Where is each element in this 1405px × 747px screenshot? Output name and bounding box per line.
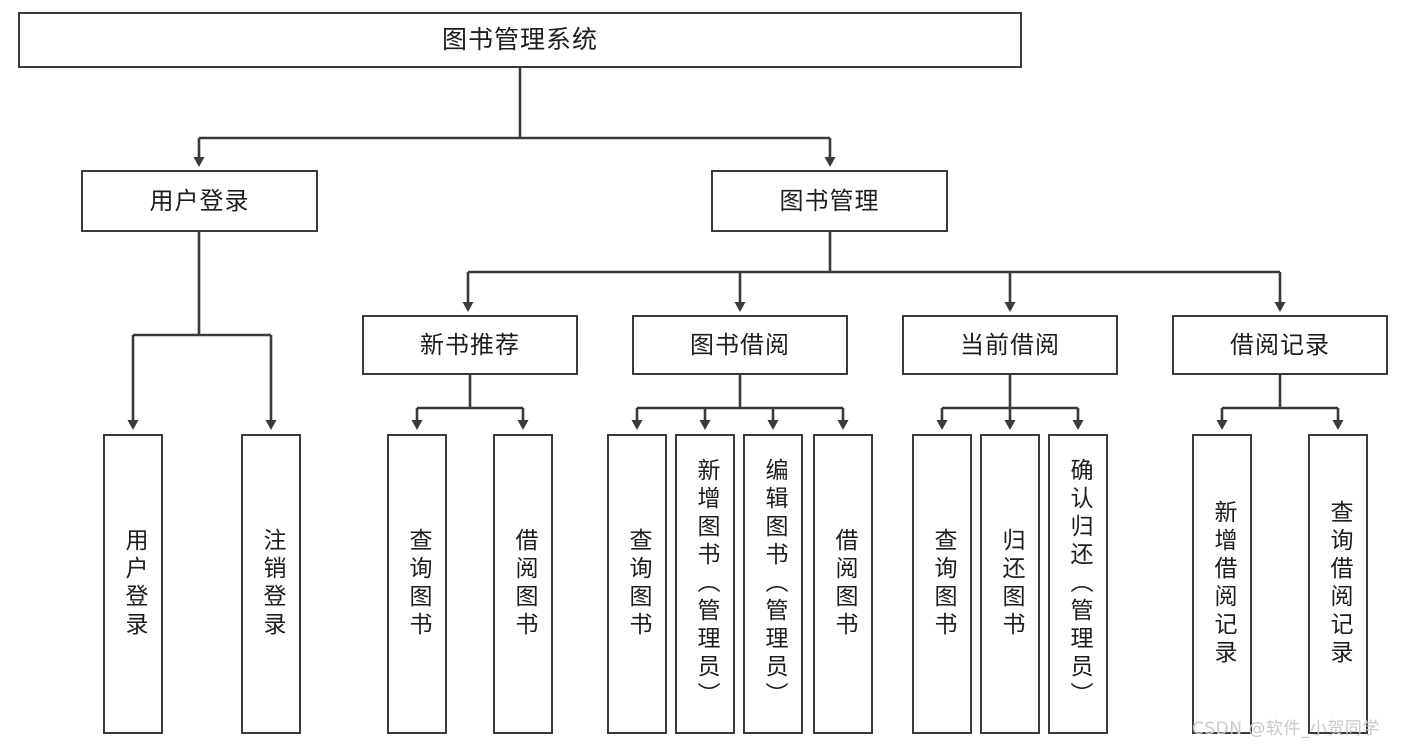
node-leaf-query-record[interactable]: 查询借阅记录 [1308,434,1368,734]
node-borrow-record[interactable]: 借阅记录 [1172,315,1388,375]
node-leaf-edit-book[interactable]: 编辑图书（管理员） [743,434,803,734]
node-new-book-recommend[interactable]: 新书推荐 [362,315,578,375]
node-book-borrow[interactable]: 图书借阅 [632,315,848,375]
node-leaf-add-book[interactable]: 新增图书（管理员） [675,434,735,734]
node-leaf-logout-login[interactable]: 注销登录 [241,434,301,734]
node-leaf-confirm-return[interactable]: 确认归还（管理员） [1048,434,1108,734]
node-leaf-return-book[interactable]: 归还图书 [980,434,1040,734]
node-leaf-query-book-1[interactable]: 查询图书 [387,434,447,734]
node-leaf-add-record[interactable]: 新增借阅记录 [1192,434,1252,734]
node-leaf-borrow-book-2[interactable]: 借阅图书 [813,434,873,734]
node-leaf-borrow-book-1[interactable]: 借阅图书 [493,434,553,734]
node-root[interactable]: 图书管理系统 [18,12,1022,68]
node-current-borrow[interactable]: 当前借阅 [902,315,1118,375]
node-leaf-user-login[interactable]: 用户登录 [103,434,163,734]
node-leaf-query-book-3[interactable]: 查询图书 [912,434,972,734]
csdn-watermark: CSDN @软件_小贺同学 [1192,719,1380,739]
node-book-manage[interactable]: 图书管理 [711,170,948,232]
node-leaf-query-book-2[interactable]: 查询图书 [607,434,667,734]
node-user-login[interactable]: 用户登录 [81,170,318,232]
